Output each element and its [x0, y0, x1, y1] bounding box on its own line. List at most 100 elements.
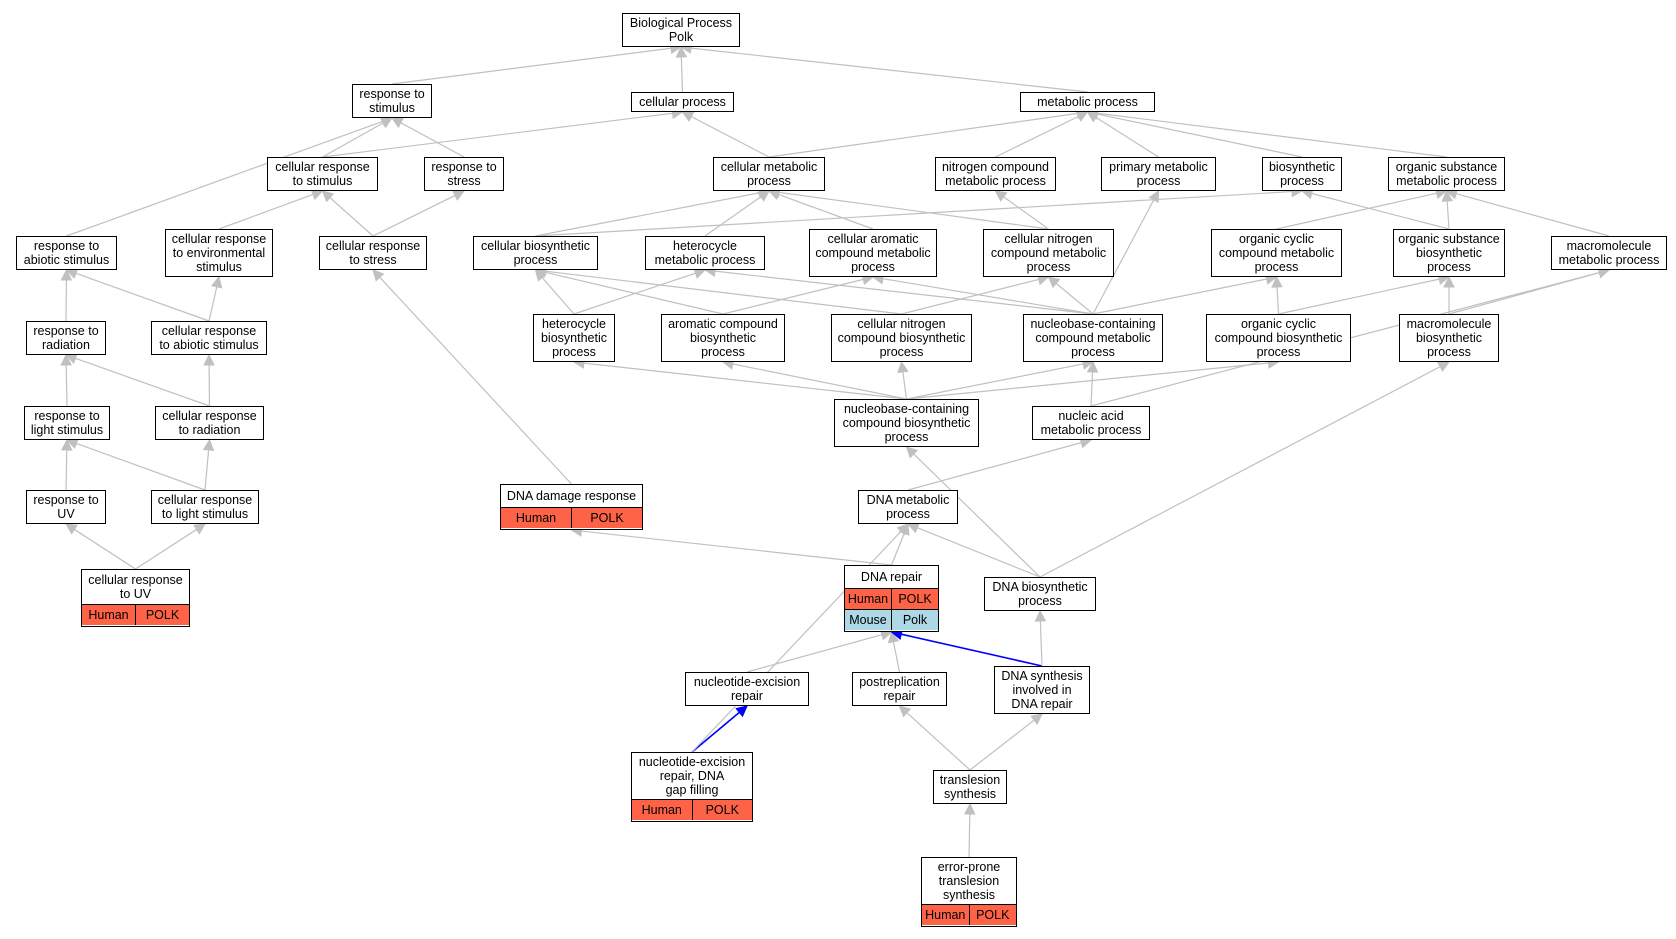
arrowhead-icon: [203, 353, 215, 366]
edge: [1086, 111, 1159, 158]
edge: [994, 190, 1049, 230]
edge: [60, 268, 73, 322]
edge: [1441, 189, 1453, 230]
edge: [767, 189, 874, 230]
go-term-node[interactable]: nucleotide-excision repair, DNA gap fill…: [631, 752, 753, 822]
go-term-label: organic substance metabolic process: [1395, 159, 1498, 188]
go-term-node[interactable]: organic cyclic compound metabolic proces…: [1211, 229, 1342, 277]
arrowhead-icon: [391, 117, 404, 129]
go-term-node[interactable]: organic substance biosynthetic process: [1393, 229, 1505, 277]
go-term-node[interactable]: organic cyclic compound biosynthetic pro…: [1206, 314, 1351, 362]
go-term-node[interactable]: response to stress: [424, 157, 504, 191]
go-term-node[interactable]: response to radiation: [26, 321, 106, 355]
go-term-label: DNA metabolic process: [866, 492, 950, 521]
edge: [1300, 188, 1450, 230]
arrowhead-icon: [887, 630, 900, 644]
species-cell: Human: [925, 908, 966, 922]
gene-cell: POLK: [891, 589, 938, 609]
arrowhead-icon: [1086, 360, 1099, 373]
go-term-node[interactable]: cellular response to stress: [319, 236, 427, 270]
go-term-node[interactable]: cellular response to abiotic stimulus: [151, 321, 267, 355]
edge: [746, 629, 893, 673]
go-term-label: nucleic acid metabolic process: [1040, 408, 1142, 437]
edge: [1278, 273, 1451, 315]
arrowhead-icon: [321, 190, 335, 203]
go-term-node[interactable]: response to light stimulus: [24, 406, 110, 440]
arrowhead-icon: [1075, 111, 1089, 122]
go-term-label: translesion synthesis: [939, 772, 1001, 801]
go-term-node[interactable]: primary metabolic process: [1101, 157, 1216, 191]
go-term-node[interactable]: response to abiotic stimulus: [16, 236, 117, 270]
go-term-node[interactable]: cellular response to stimulus: [267, 157, 378, 191]
go-term-node[interactable]: cellular process: [631, 92, 734, 112]
arrowhead-icon: [898, 705, 912, 718]
go-term-label: heterocycle metabolic process: [654, 238, 756, 267]
go-term-label: macromolecule metabolic process: [1558, 238, 1660, 267]
arrowhead-icon: [452, 190, 466, 201]
edge: [905, 446, 1041, 578]
go-term-node[interactable]: metabolic process: [1020, 92, 1155, 112]
go-term-node[interactable]: biosynthetic process: [1262, 157, 1342, 191]
go-term-label: cellular response to stress: [325, 238, 421, 267]
go-term-node[interactable]: translesion synthesis: [933, 770, 1007, 804]
go-term-node[interactable]: cellular response to environmental stimu…: [165, 229, 273, 277]
go-term-node[interactable]: cellular response to light stimulus: [151, 490, 259, 524]
go-term-label: DNA repair: [860, 570, 923, 584]
go-term-node[interactable]: nitrogen compound metabolic process: [935, 157, 1056, 191]
arrowhead-icon: [896, 523, 909, 536]
go-term-label: primary metabolic process: [1109, 159, 1208, 188]
edge: [1443, 275, 1455, 314]
edge: [202, 438, 215, 491]
go-term-node[interactable]: cellular response to radiation: [155, 406, 264, 440]
go-term-node[interactable]: DNA biosynthetic process: [984, 577, 1096, 611]
go-term-node[interactable]: nucleotide-excision repair: [685, 672, 809, 706]
edge: [218, 189, 324, 230]
gene-cell: POLK: [968, 905, 1017, 925]
edge: [60, 353, 73, 407]
go-term-node[interactable]: cellular nitrogen compound metabolic pro…: [983, 229, 1114, 277]
edge: [963, 802, 976, 858]
go-term-node[interactable]: cellular biosynthetic process: [473, 236, 598, 270]
go-term-node[interactable]: cellular nitrogen compound biosynthetic …: [831, 314, 972, 362]
arrowhead-icon: [1047, 276, 1061, 289]
go-term-node[interactable]: Biological Process Polk: [622, 13, 740, 47]
go-term-label: Biological Process Polk: [629, 15, 733, 44]
go-term-node[interactable]: heterocycle biosynthetic process: [533, 314, 615, 362]
go-term-node[interactable]: nucleobase-containing compound biosynthe…: [834, 399, 979, 447]
go-term-label: metabolic process: [1037, 94, 1138, 109]
go-term-node[interactable]: cellular metabolic process: [713, 157, 825, 191]
go-term-node[interactable]: aromatic compound biosynthetic process: [661, 314, 785, 362]
edge: [208, 275, 223, 322]
arrowhead-icon: [60, 438, 73, 451]
edge: [679, 42, 1088, 93]
go-term-node[interactable]: macromolecule metabolic process: [1551, 236, 1667, 270]
edge: [897, 360, 909, 400]
go-term-node[interactable]: heterocycle metabolic process: [645, 236, 765, 270]
edge: [534, 269, 575, 315]
go-term-node[interactable]: DNA metabolic process: [858, 490, 958, 524]
go-term-label: cellular metabolic process: [720, 159, 818, 188]
go-term-node[interactable]: response to UV: [26, 490, 106, 524]
go-term-node[interactable]: organic substance metabolic process: [1388, 157, 1505, 191]
go-term-node[interactable]: postreplication repair: [852, 672, 947, 706]
go-term-label: macromolecule biosynthetic process: [1406, 316, 1492, 359]
go-term-node[interactable]: cellular aromatic compound metabolic pro…: [809, 229, 937, 277]
go-term-node[interactable]: macromolecule biosynthetic process: [1399, 314, 1499, 362]
gene-cell: POLK: [691, 800, 753, 820]
go-term-node[interactable]: nucleic acid metabolic process: [1032, 406, 1150, 440]
edge: [372, 269, 572, 485]
go-term-node[interactable]: nucleobase-containing compound metabolic…: [1023, 314, 1163, 362]
go-term-label: nucleotide-excision repair: [693, 674, 801, 703]
arrowhead-icon: [310, 189, 324, 201]
edge: [691, 705, 748, 753]
go-term-node[interactable]: DNA synthesis involved in DNA repair: [994, 666, 1090, 714]
go-term-node[interactable]: response to stimulus: [352, 84, 432, 118]
edge: [887, 630, 901, 673]
